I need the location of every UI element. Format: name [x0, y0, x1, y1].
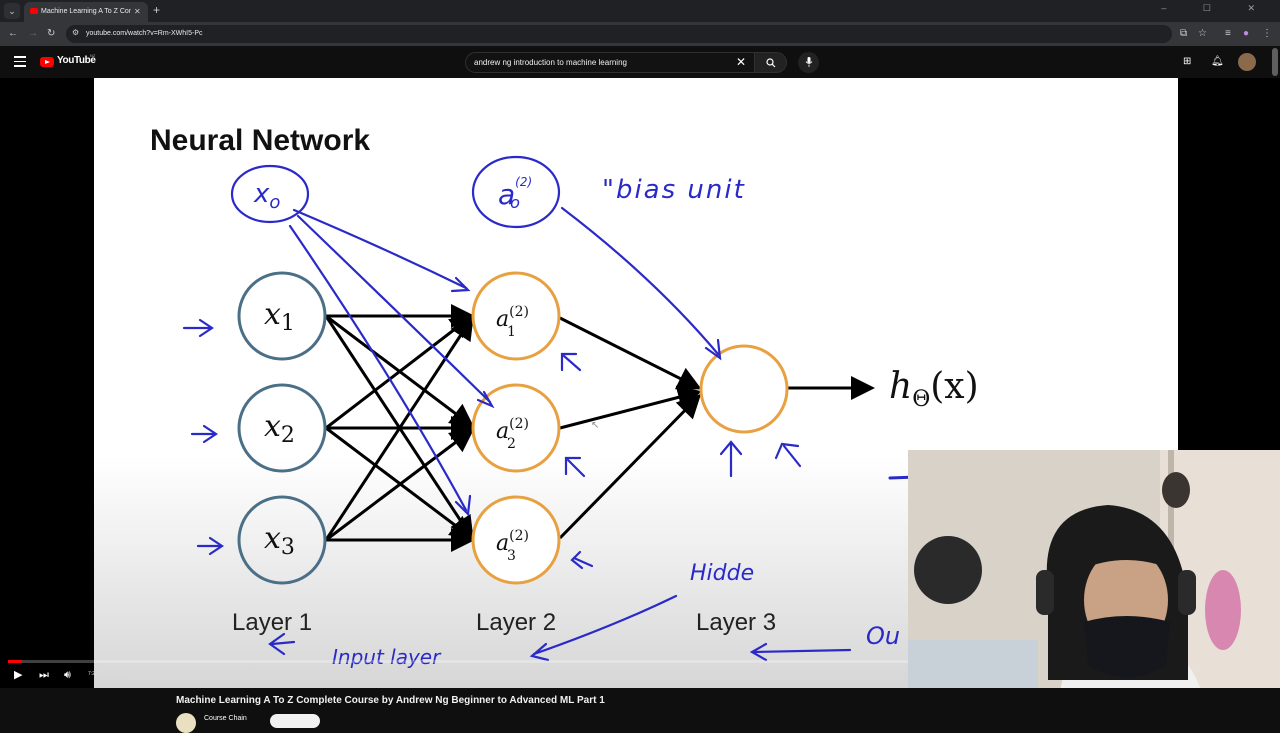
back-arrow-icon[interactable]: ← — [8, 28, 18, 39]
slide-title: Neural Network — [150, 124, 370, 157]
node-a1: a(2)1 — [496, 304, 529, 340]
webcam-overlay — [908, 450, 1280, 720]
channel-name[interactable]: Course Chain — [204, 715, 247, 722]
subscribe-button[interactable] — [270, 714, 320, 728]
install-app-icon[interactable]: ⧉ — [1180, 28, 1188, 39]
handwritten-annotations — [182, 155, 1000, 662]
volume-icon[interactable]: 🔊︎ — [64, 669, 71, 681]
node-a3: a(2)3 — [496, 528, 529, 564]
profile-icon[interactable]: ● — [1243, 28, 1250, 39]
annotation-x0: xo — [253, 179, 280, 213]
next-video-icon[interactable]: ⏭ — [39, 669, 49, 681]
play-icon[interactable]: ▶ — [14, 669, 23, 681]
mouse-cursor-icon: ↖ — [591, 420, 599, 431]
node-a2: a(2)2 — [496, 416, 529, 452]
annotation-hidden: Hidde — [690, 561, 754, 586]
video-info: Machine Learning A To Z Complete Course … — [0, 688, 1280, 733]
annotation-bias-unit: "bias unit — [602, 175, 746, 205]
output-node — [699, 344, 789, 434]
browser-tab-strip: ⌄ Machine Learning A To Z Comp ✕ + – ☐ ✕ — [0, 0, 1280, 22]
window-controls[interactable]: – ☐ ✕ — [1161, 3, 1272, 13]
notifications-bell-icon[interactable]: 🔔︎ — [1211, 56, 1224, 67]
microphone-icon — [805, 57, 812, 67]
media-controls-icon[interactable]: ≡ — [1225, 28, 1231, 39]
tab-search-button[interactable]: ⌄ — [4, 3, 20, 19]
input-layer-nodes: x1 x2 x3 — [237, 271, 327, 585]
layer-3-label: Layer 3 — [696, 609, 776, 636]
youtube-wordmark[interactable]: YouTube — [57, 55, 96, 66]
network-connections — [324, 304, 875, 552]
address-bar[interactable]: ⚙ youtube.com/watch?v=Rm-XWhI5-Pc — [66, 25, 1172, 43]
webcam-presenter-image — [908, 450, 1280, 720]
neural-network-diagram: Neural Network — [150, 124, 1000, 669]
new-tab-button[interactable]: + — [153, 3, 161, 17]
bookmark-star-icon[interactable]: ☆ — [1198, 28, 1207, 39]
create-video-icon[interactable]: ⊞ — [1183, 56, 1192, 67]
search-query[interactable]: andrew ng introduction to machine learni… — [474, 58, 627, 67]
tab-title: Machine Learning A To Z Comp — [41, 8, 131, 15]
hypothesis-label: hΘ(x) — [889, 366, 979, 412]
node-x1: x1 — [264, 297, 295, 336]
youtube-header: YouTube NZ andrew ng introduction to mac… — [0, 46, 1280, 78]
search-icon — [765, 58, 775, 68]
tab-close-icon[interactable]: ✕ — [134, 7, 141, 16]
chrome-menu-icon[interactable]: ⋮ — [1262, 28, 1272, 39]
layer-1-label: Layer 1 — [232, 609, 312, 636]
annotation-input-layer: Input layer — [332, 645, 442, 669]
page-scrollbar[interactable] — [1272, 48, 1278, 76]
hidden-layer-nodes: a(2)1 a(2)2 a(2)3 — [471, 271, 561, 585]
annotation-output-partial: Ou — [866, 622, 900, 650]
video-player[interactable]: Neural Network — [0, 78, 1280, 720]
node-x3: x3 — [264, 521, 295, 560]
browser-tab[interactable]: Machine Learning A To Z Comp ✕ — [24, 2, 148, 22]
hamburger-menu-icon[interactable] — [14, 56, 26, 70]
youtube-logo-icon[interactable] — [40, 57, 54, 67]
layer-2-label: Layer 2 — [476, 609, 556, 636]
forward-arrow-icon[interactable]: → — [28, 28, 38, 39]
site-info-icon[interactable]: ⚙ — [72, 28, 80, 37]
progress-fill — [8, 660, 22, 663]
search-button[interactable] — [755, 52, 787, 73]
search-input[interactable]: andrew ng introduction to machine learni… — [465, 52, 755, 73]
node-x2: x2 — [264, 409, 295, 448]
handwritten-text: xo a(2)o "bias unit Hidde Input layer Ou — [253, 175, 900, 669]
channel-avatar[interactable] — [176, 713, 196, 733]
url-text[interactable]: youtube.com/watch?v=Rm-XWhI5-Pc — [86, 30, 203, 37]
progress-bar[interactable] — [8, 660, 908, 663]
video-title: Machine Learning A To Z Complete Course … — [176, 695, 605, 706]
account-avatar[interactable] — [1238, 53, 1256, 71]
reload-icon[interactable]: ↻ — [47, 28, 56, 39]
youtube-favicon-icon — [30, 8, 38, 14]
time-display: 7:20:50 / 8:15:58 — [88, 671, 126, 677]
annotation-a0: a(2)o — [498, 175, 532, 212]
region-code: NZ — [90, 53, 96, 58]
voice-search-button[interactable] — [798, 52, 819, 73]
browser-toolbar: ← → ↻ ⚙ youtube.com/watch?v=Rm-XWhI5-Pc … — [0, 22, 1280, 46]
clear-search-icon[interactable]: ✕ — [736, 55, 747, 69]
